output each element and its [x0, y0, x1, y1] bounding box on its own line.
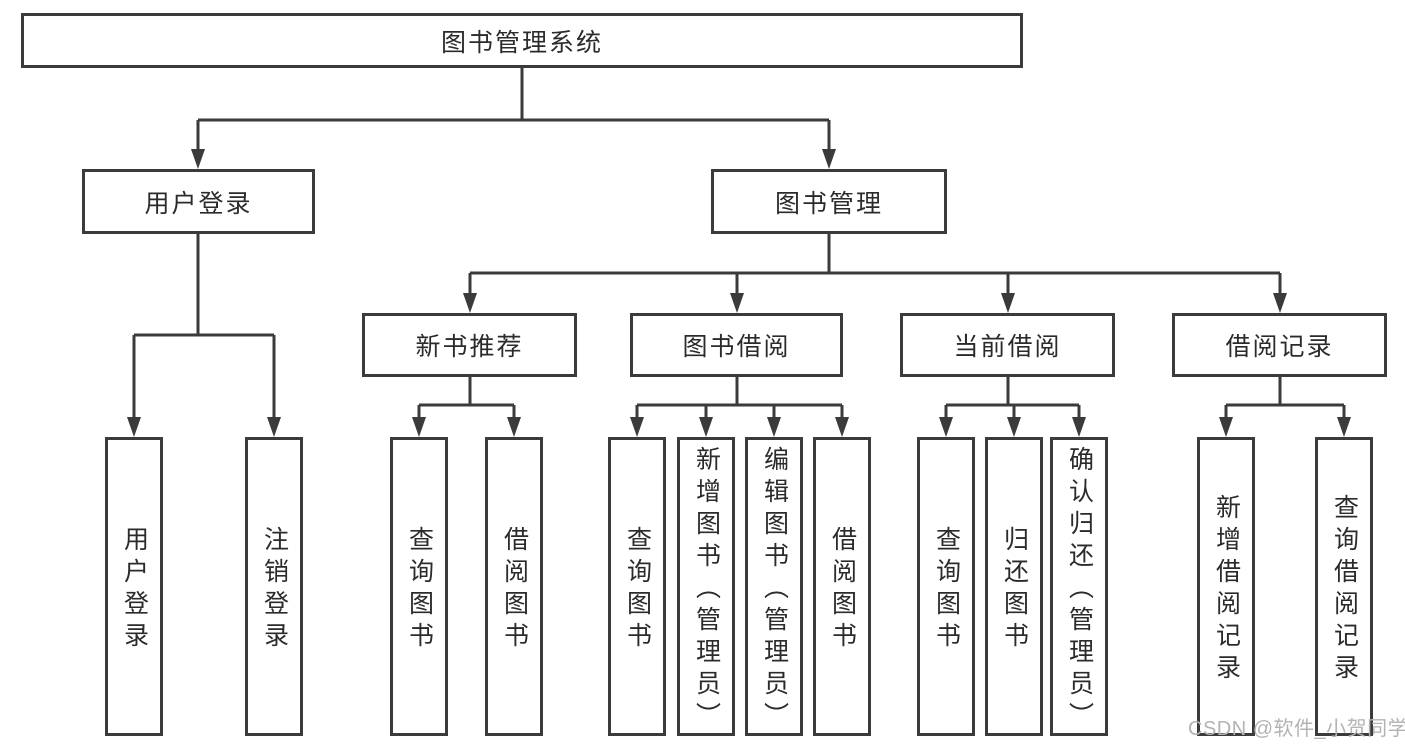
leaf-label: 新增借阅记录 [1212, 494, 1241, 686]
leaf-confirm-return-admin: 确认归还（管理员） [1050, 437, 1108, 736]
node-book-borrowing: 图书借阅 [630, 313, 843, 377]
connector-book-mgmt-children [463, 233, 1287, 313]
node-label: 新书推荐 [415, 333, 524, 361]
leaf-label: 用户登录 [120, 526, 149, 654]
leaf-user-login: 用户登录 [105, 437, 163, 736]
leaf-add-borrow-record: 新增借阅记录 [1197, 437, 1255, 736]
node-user-login: 用户登录 [82, 169, 315, 234]
leaf-query-books-borrowing: 查询图书 [608, 437, 666, 736]
connector-newbook-children [412, 376, 521, 437]
connector-borrowing-children [630, 376, 849, 437]
leaf-label: 借阅图书 [828, 526, 857, 654]
node-label: 图书管理 [774, 189, 883, 218]
leaf-borrow-books-newbook: 借阅图书 [485, 437, 543, 736]
leaf-label: 查询借阅记录 [1330, 494, 1359, 686]
leaf-label: 查询图书 [623, 526, 652, 654]
leaf-label: 查询图书 [405, 526, 434, 654]
node-label: 图书管理系统 [440, 28, 603, 57]
leaf-label: 确认归还（管理员） [1065, 446, 1094, 734]
node-current-borrowing: 当前借阅 [900, 313, 1115, 377]
leaf-label: 查询图书 [932, 526, 961, 654]
leaf-logout: 注销登录 [245, 437, 303, 736]
leaf-borrow-books-borrowing: 借阅图书 [813, 437, 871, 736]
node-borrowing-records: 借阅记录 [1172, 313, 1387, 377]
leaf-query-books-newbook: 查询图书 [390, 437, 448, 736]
leaf-label: 归还图书 [1000, 526, 1029, 654]
connector-root-to-level2 [191, 67, 836, 169]
node-library-management-system: 图书管理系统 [21, 13, 1023, 68]
connector-user-login-children [127, 232, 281, 437]
node-new-book-recommendation: 新书推荐 [362, 313, 577, 377]
node-label: 用户登录 [144, 189, 253, 218]
watermark: CSDN @软件_小贺同学 [1188, 718, 1405, 740]
leaf-label: 注销登录 [260, 526, 289, 654]
leaf-return-books: 归还图书 [985, 437, 1043, 736]
leaf-query-borrow-record: 查询借阅记录 [1315, 437, 1373, 736]
leaf-label: 新增图书（管理员） [692, 446, 721, 734]
leaf-add-book-admin: 新增图书（管理员） [677, 437, 735, 736]
leaf-label: 借阅图书 [500, 526, 529, 654]
connector-current-children [939, 376, 1086, 437]
node-label: 当前借阅 [953, 333, 1062, 361]
node-label: 借阅记录 [1225, 333, 1334, 361]
leaf-edit-book-admin: 编辑图书（管理员） [745, 437, 803, 736]
connector-records-children [1219, 376, 1351, 437]
node-label: 图书借阅 [682, 333, 791, 361]
leaf-query-books-current: 查询图书 [917, 437, 975, 736]
node-book-management: 图书管理 [711, 169, 947, 234]
leaf-label: 编辑图书（管理员） [760, 446, 789, 734]
